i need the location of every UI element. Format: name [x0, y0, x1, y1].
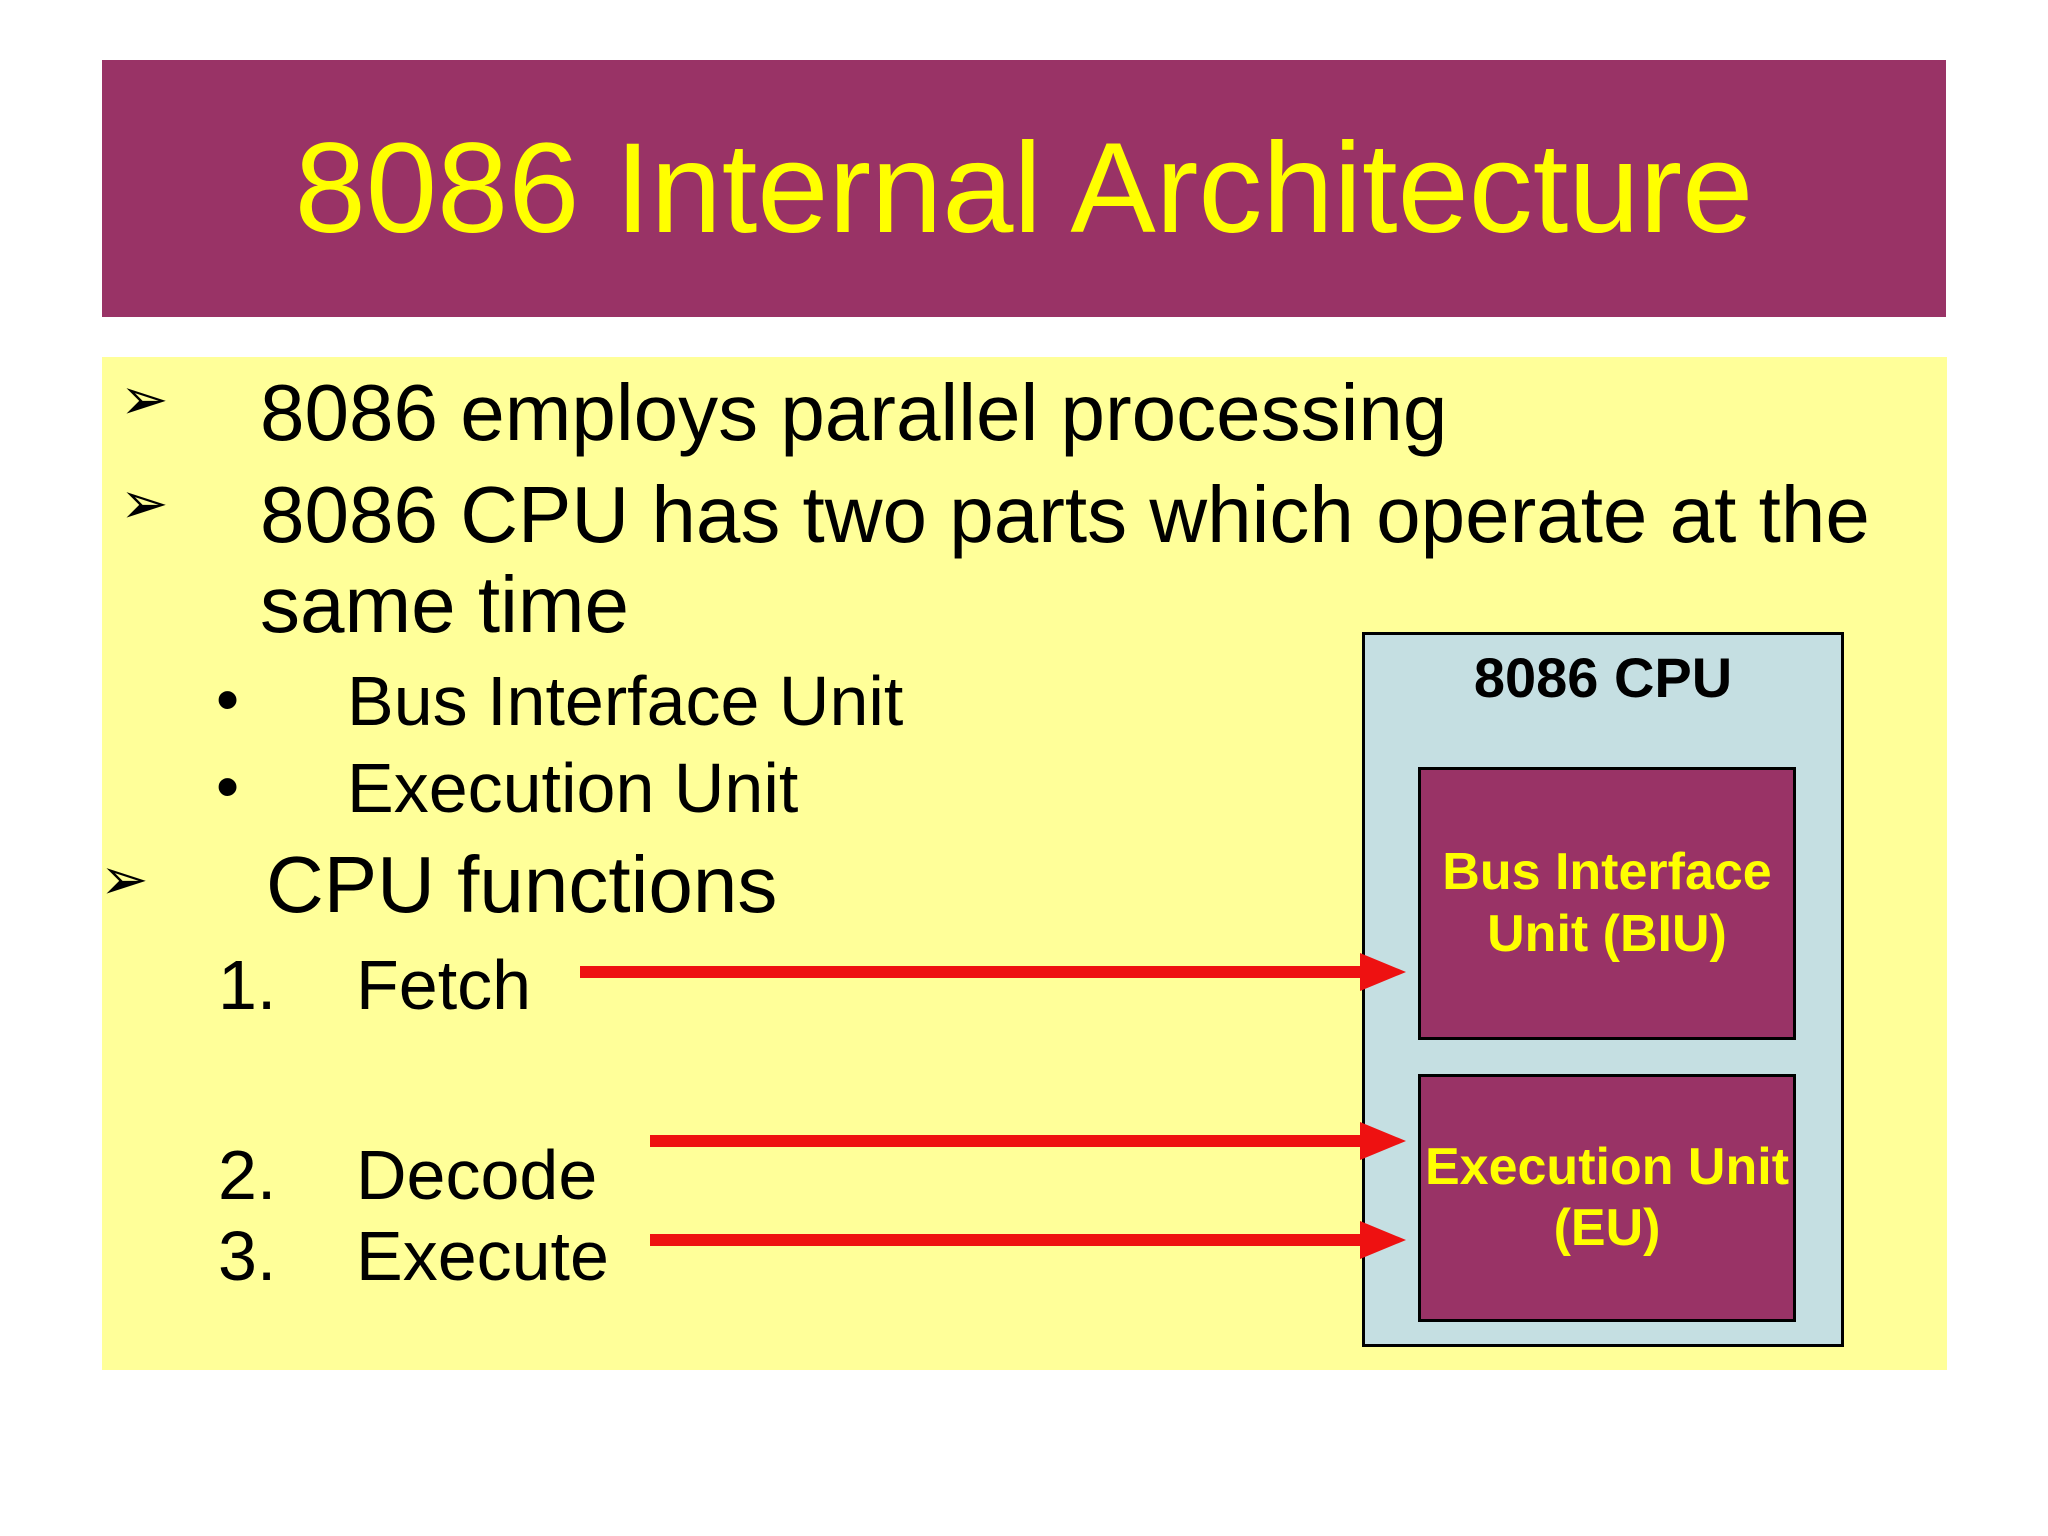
- bullet-parallel-processing: 8086 employs parallel processing: [260, 368, 1448, 457]
- dot-bullet-icon: •: [216, 662, 240, 736]
- item-label: Fetch: [356, 946, 532, 1024]
- eu-label-line2: (EU): [1553, 1199, 1661, 1257]
- title-bar: 8086 Internal Architecture: [102, 60, 1946, 317]
- execute-to-eu-arrow: [650, 1234, 1364, 1246]
- bullet-cpu-functions: CPU functions: [266, 840, 778, 929]
- item-label: Decode: [356, 1136, 598, 1214]
- numbered-item-fetch: 1. Fetch: [218, 946, 531, 1024]
- item-label: Execute: [356, 1217, 609, 1295]
- fetch-to-biu-arrowhead-icon: [1360, 953, 1406, 991]
- biu-label-line1: Bus Interface: [1442, 843, 1772, 902]
- slide-title: 8086 Internal Architecture: [294, 117, 1754, 260]
- execution-unit-box: Execution Unit (EU): [1418, 1074, 1796, 1322]
- bus-interface-unit-box: Bus Interface Unit (BIU): [1418, 767, 1796, 1040]
- chevron-bullet-icon: ➢: [120, 469, 169, 537]
- decode-to-eu-arrowhead-icon: [1360, 1122, 1406, 1160]
- sub-bullet-bus-interface-unit: Bus Interface Unit: [347, 662, 904, 740]
- dot-bullet-icon: •: [216, 749, 240, 823]
- eu-label-line1: Execution Unit: [1424, 1137, 1790, 1196]
- chevron-bullet-icon: ➢: [120, 365, 169, 433]
- decode-to-eu-arrow: [650, 1135, 1364, 1147]
- bullet-two-parts: 8086 CPU has two parts which operate at …: [260, 470, 1870, 649]
- item-number: 2.: [218, 1136, 277, 1214]
- sub-bullet-execution-unit: Execution Unit: [347, 749, 799, 827]
- fetch-to-biu-arrow: [580, 966, 1364, 978]
- item-number: 1.: [218, 946, 277, 1024]
- cpu-diagram-title: 8086 CPU: [1473, 646, 1733, 709]
- item-number: 3.: [218, 1217, 277, 1295]
- numbered-item-decode: 2. Decode: [218, 1136, 597, 1214]
- chevron-bullet-icon: ➢: [100, 845, 149, 913]
- numbered-item-execute: 3. Execute: [218, 1217, 609, 1295]
- execute-to-eu-arrowhead-icon: [1360, 1221, 1406, 1259]
- biu-label-line2: Unit (BIU): [1487, 904, 1727, 963]
